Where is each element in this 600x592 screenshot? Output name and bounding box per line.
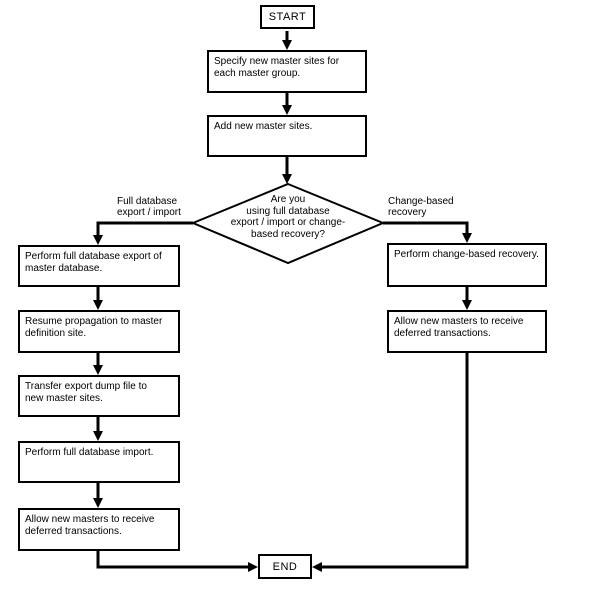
step-transfer-export-dump: Transfer export dump file to new master … bbox=[18, 375, 180, 417]
branch-label-change-based-recovery: Change-based recovery bbox=[388, 196, 454, 218]
connector-decision-to-right bbox=[383, 221, 472, 243]
end-node: END bbox=[258, 554, 312, 579]
decision-question: Are you using full database export / imp… bbox=[230, 194, 346, 240]
branch-label-full-export-import: Full database export / import bbox=[117, 196, 181, 218]
step-full-database-import: Perform full database import. bbox=[18, 441, 180, 483]
decision-diamond-shape bbox=[190, 182, 386, 265]
start-node: START bbox=[260, 5, 315, 29]
step-full-database-export: Perform full database export of master d… bbox=[18, 245, 180, 287]
step-allow-deferred-right: Allow new masters to receive deferred tr… bbox=[387, 310, 547, 353]
step-specify-master-sites: Specify new master sites for each master… bbox=[207, 50, 367, 93]
connector-right-to-end bbox=[312, 353, 469, 572]
step-resume-propagation: Resume propagation to master definition … bbox=[18, 310, 180, 353]
step-allow-deferred-left: Allow new masters to receive deferred tr… bbox=[18, 508, 180, 551]
connector-decision-to-left bbox=[93, 221, 193, 245]
connector-left-to-end bbox=[96, 551, 258, 572]
step-change-based-recovery: Perform change-based recovery. bbox=[387, 243, 547, 287]
step-add-master-sites: Add new master sites. bbox=[207, 115, 367, 157]
